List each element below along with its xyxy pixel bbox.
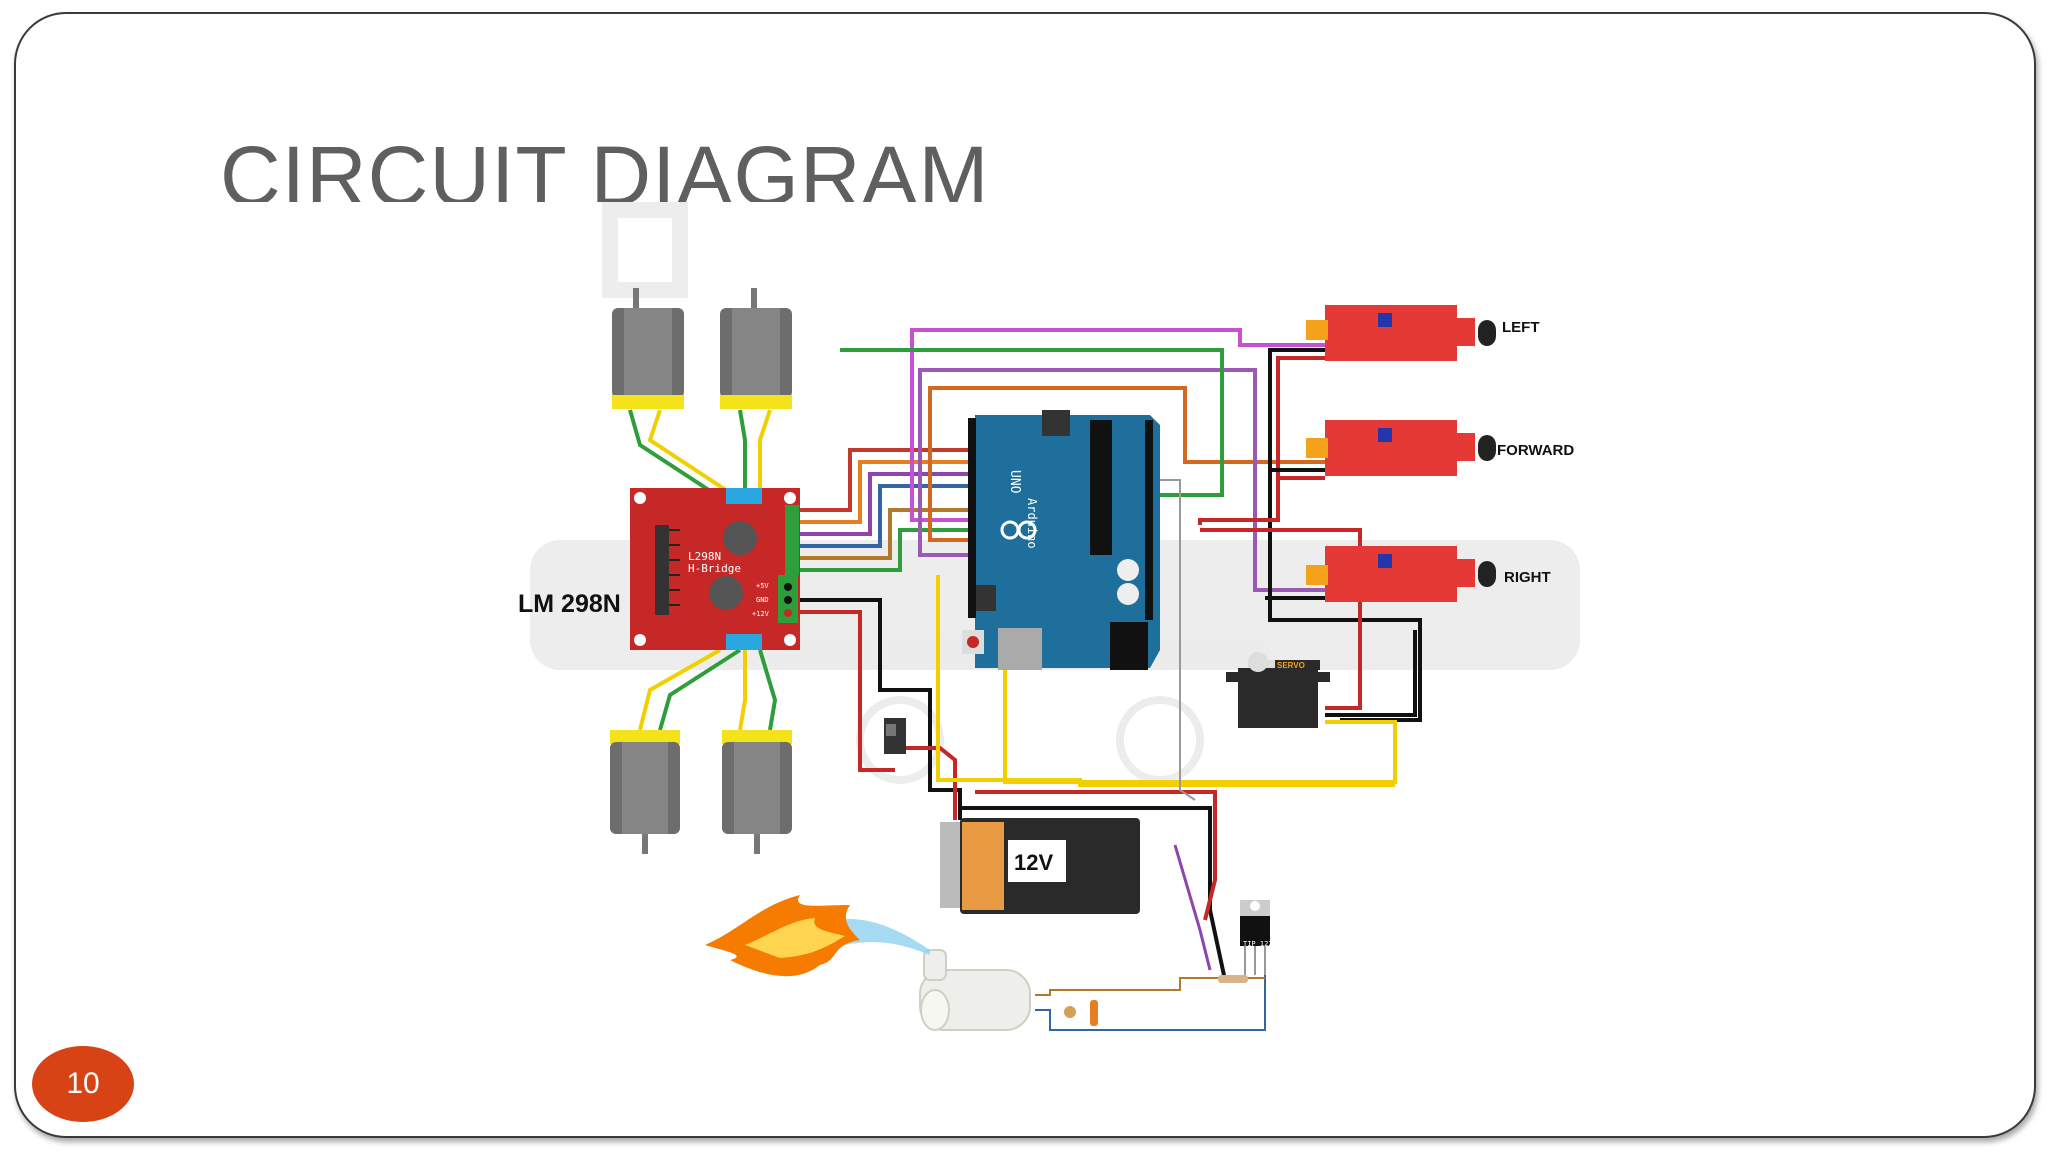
wire-ena [800,508,975,560]
slide-title: CIRCUIT DIAGRAM [220,129,990,202]
motor-bottom-right [722,730,792,854]
wire-motor-br-b [758,649,778,731]
page-number-badge: 10 [32,1046,134,1122]
transistor-label: TIP 122 [1243,940,1273,948]
motor-bottom-left [610,730,680,854]
wire-motor-tr-b [758,409,772,496]
motor-top-left [612,288,684,409]
wire-forward-signal [928,386,1325,542]
wire-motor-tl-a [628,409,720,498]
sensor-forward [1306,420,1496,476]
wire-in3 [800,472,975,536]
wire-pump-brown [1035,977,1265,996]
wire-driver-12v [800,610,895,772]
wire-pump-blue [1035,975,1266,1031]
transistor-tip122: TIP 122 [1240,900,1273,975]
battery-label: 12V [1014,850,1053,875]
wire-batt-red [975,790,1217,921]
driver-board-text-1: L298N [688,550,721,563]
sensor-left [1306,305,1496,361]
wire-right-signal [918,368,1325,592]
arduino-uno-board: UNO Arduino [962,410,1160,670]
wire-purple-gate [1173,844,1212,971]
servo-label: SERVO [1277,661,1305,670]
arduino-model: UNO [1007,470,1022,494]
motor-driver-board: L298N H-Bridge +5V GND +12V [630,488,800,650]
driver-pin-5v: +5V [756,582,769,590]
flame-icon [705,895,860,977]
sensor-right [1306,546,1496,602]
wire-motor-tr-a [738,409,747,496]
driver-board-text-2: H-Bridge [688,562,741,575]
wire-servo-gnd [1325,630,1417,717]
sensor-right-label: RIGHT [1504,569,1551,586]
wire-sensor-vcc [1198,356,1325,525]
wire-motor-bl-b [658,648,742,731]
wire-servo-vcc [1200,528,1362,710]
wire-in4 [800,484,975,548]
sensor-left-label: LEFT [1502,319,1540,336]
wire-motor-br-a [738,650,747,731]
wire-batt-top [960,806,1227,981]
servo-motor: SERVO [1226,652,1330,728]
wire-left-signal [910,328,1325,522]
driver-pin-gnd: GND [756,596,769,604]
power-switch [884,718,906,754]
wire-motor-bl-a [638,648,721,731]
driver-pin-12v: +12V [752,610,770,618]
wire-motor-tl-b [647,409,737,498]
wire-driver-gnd [800,598,962,820]
wire-enb [800,528,975,572]
wire-arduino-gnd-yellow [936,575,1395,787]
driver-label: LM 298N [518,590,621,618]
resistor [1218,975,1248,983]
wire-switch-batt [905,746,957,820]
sensor-forward-label: FORWARD [1497,442,1574,459]
wire-sensor-green [840,348,1224,497]
water-pump [919,949,1031,1031]
water-spray [835,919,930,955]
wire-sensor-gnd [1268,348,1422,722]
wire-in1 [800,448,975,512]
motor-top-right [720,288,792,409]
battery-12v: 12V [940,818,1140,914]
wire-in2 [800,460,975,524]
diode [1064,1000,1098,1026]
arduino-brand: Arduino [1025,498,1039,549]
